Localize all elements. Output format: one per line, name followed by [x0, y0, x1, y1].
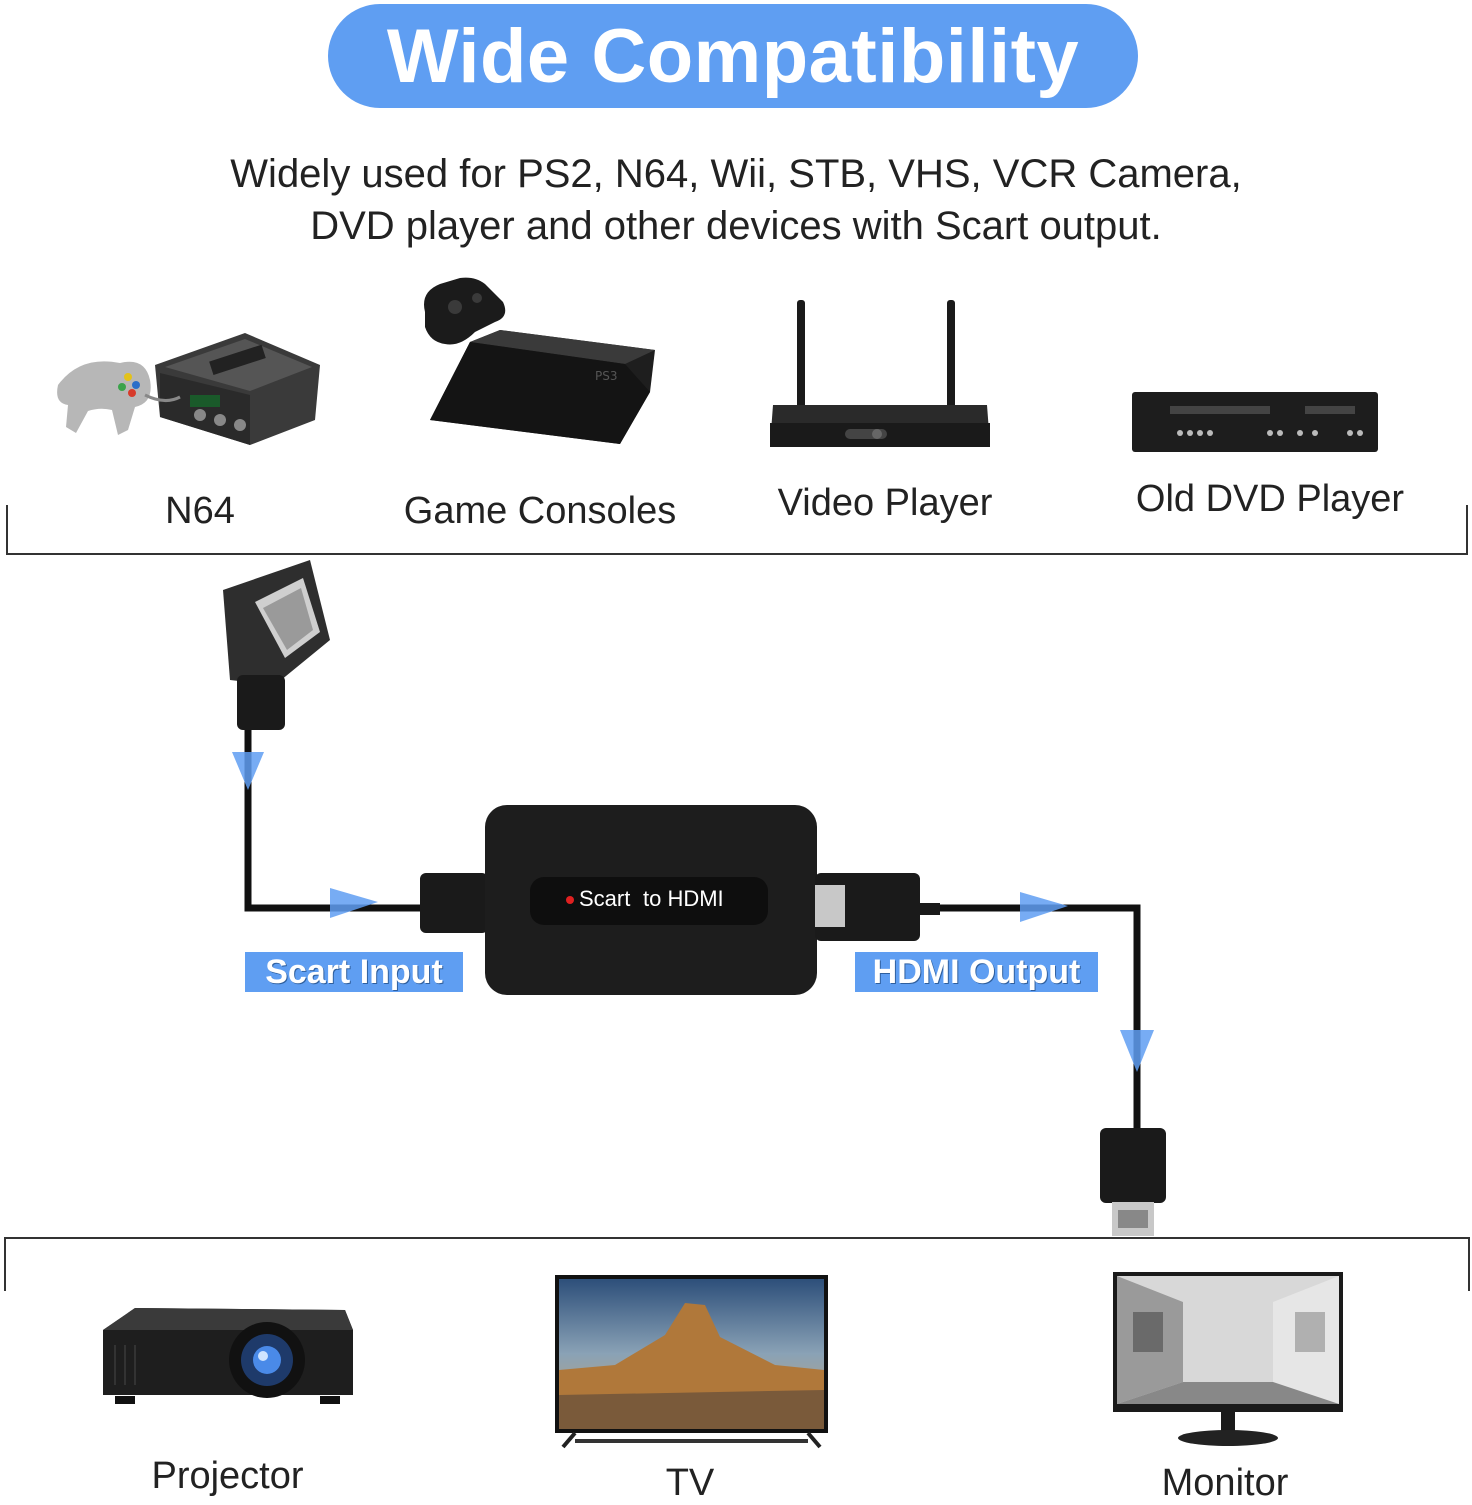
- title-banner: Wide Compatibility: [328, 4, 1138, 108]
- output-label-monitor: Monitor: [1161, 1462, 1289, 1504]
- ps3-console-icon: PS3: [424, 277, 655, 444]
- output-label-projector: Projector: [151, 1455, 304, 1497]
- source-label-n64: N64: [165, 490, 235, 532]
- arrow-right-input-icon: [330, 888, 378, 918]
- adapter-label-scart: Scart: [579, 886, 631, 911]
- dvd-vcr-player-icon: [1132, 392, 1378, 452]
- subtitle-line-2: DVD player and other devices with Scart …: [310, 204, 1162, 248]
- hdmi-output-tag: HDMI Output: [855, 952, 1098, 992]
- adapter-label-hdmi: to HDMI: [643, 886, 724, 911]
- output-label-tv: TV: [665, 1462, 715, 1504]
- arrow-down-input-icon: [232, 752, 264, 790]
- source-label-video-player: Video Player: [777, 482, 993, 524]
- source-label-old-dvd-player: Old DVD Player: [1135, 478, 1405, 520]
- set-top-box-icon: [770, 300, 990, 447]
- arrow-right-output-icon: [1020, 892, 1068, 922]
- scart-plug-icon: [223, 560, 330, 730]
- tv-icon: [555, 1275, 828, 1449]
- scart-to-hdmi-adapter: [420, 805, 940, 995]
- outputs-bracket: [4, 1237, 1470, 1291]
- source-label-game-consoles: Game Consoles: [403, 490, 677, 532]
- arrow-down-output-icon: [1120, 1030, 1154, 1072]
- sources-bracket: [6, 505, 1468, 555]
- svg-text:PS3: PS3: [595, 369, 618, 383]
- hdmi-plug-icon: [1100, 1128, 1166, 1236]
- page-title: Wide Compatibility: [386, 13, 1080, 99]
- monitor-icon: [1113, 1272, 1343, 1446]
- scart-input-tag: Scart Input: [245, 952, 463, 992]
- subtitle-line-1: Widely used for PS2, N64, Wii, STB, VHS,…: [230, 152, 1242, 196]
- n64-console-icon: [57, 333, 320, 445]
- projector-icon: [103, 1308, 353, 1404]
